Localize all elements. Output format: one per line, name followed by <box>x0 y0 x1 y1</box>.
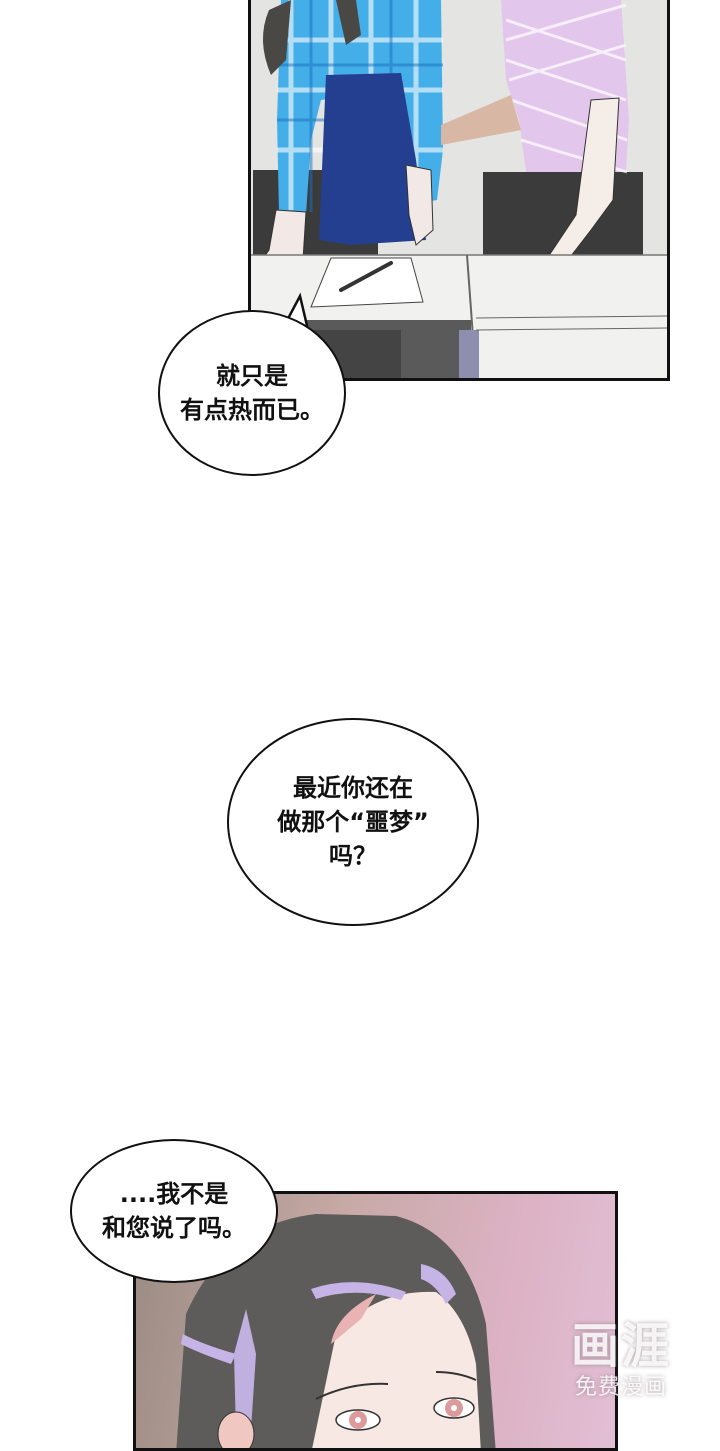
woman-closeup-illustration <box>176 1214 496 1448</box>
watermark-subtitle: 免费漫画 <box>574 1375 667 1400</box>
bubble-3-line-1: ....我不是 <box>119 1180 229 1208</box>
watermark-title: 画涯 <box>570 1318 671 1374</box>
speech-bubble-1: 就只是 有点热而已。 <box>158 310 346 476</box>
bubble-2-line-3: 吗？ <box>329 842 377 870</box>
bubble-1-line-1: 就只是 <box>216 362 288 390</box>
watermark-logo: 画涯 免费漫画 <box>556 1318 686 1402</box>
bubble-2-line-2: 做那个“噩梦” <box>277 808 429 836</box>
bubble-2-line-1: 最近你还在 <box>293 774 413 802</box>
bubble-3-line-2: 和您说了吗。 <box>102 1214 246 1242</box>
comic-panel-office <box>248 0 670 381</box>
office-scene-illustration <box>251 0 667 378</box>
speech-bubble-2: 最近你还在 做那个“噩梦” 吗？ <box>227 718 479 926</box>
bubble-1-line-2: 有点热而已。 <box>180 396 324 424</box>
speech-bubble-3: ....我不是 和您说了吗。 <box>70 1139 278 1283</box>
